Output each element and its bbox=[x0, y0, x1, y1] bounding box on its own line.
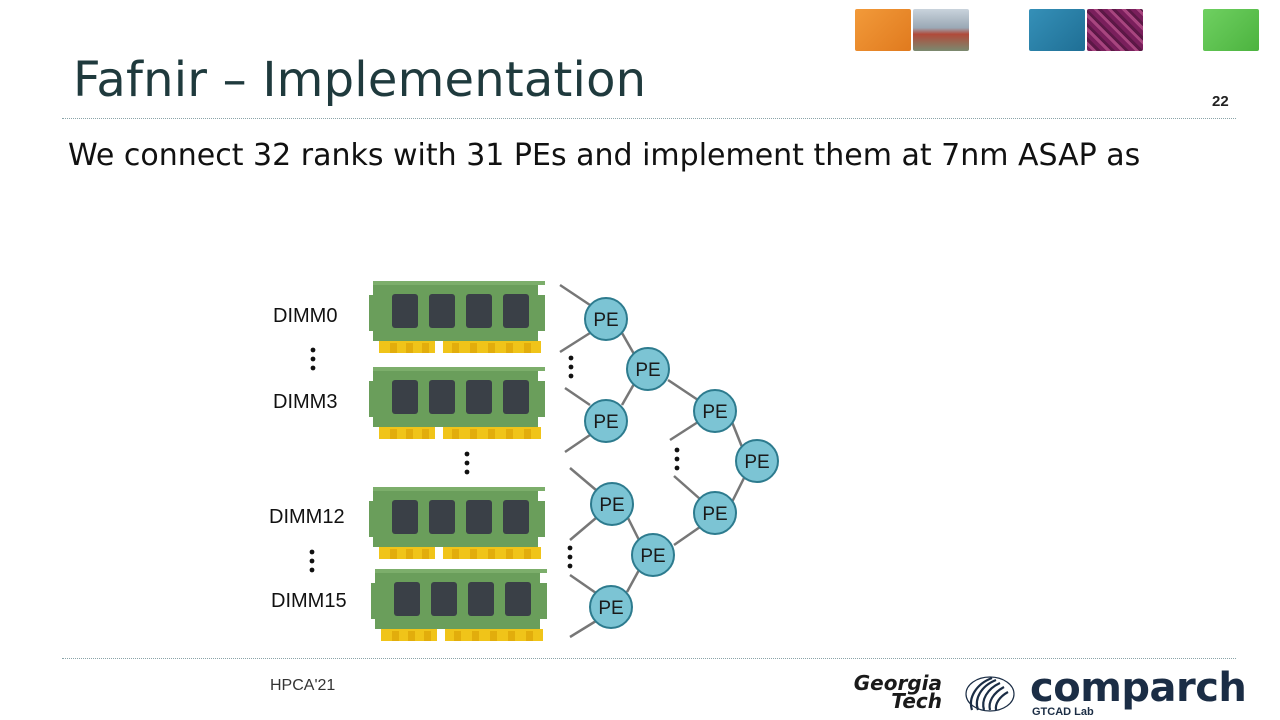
dimm-module bbox=[369, 487, 545, 559]
dimm-label: DIMM12 bbox=[269, 506, 345, 528]
header-divider bbox=[62, 118, 1236, 119]
pe-node: PE bbox=[693, 389, 737, 433]
pe-label: PE bbox=[598, 598, 623, 619]
dimm-module bbox=[369, 281, 545, 353]
logo-comparch-name: comparch bbox=[1030, 665, 1247, 711]
dimm-label: DIMM3 bbox=[273, 391, 337, 413]
footer-divider bbox=[62, 658, 1236, 659]
campus-photo-thumbnail bbox=[913, 9, 969, 51]
pe-label: PE bbox=[640, 546, 665, 567]
pe-node: PE bbox=[626, 347, 670, 391]
dimm-module bbox=[371, 569, 547, 641]
logo-comparch-sub: GTCAD Lab bbox=[1032, 706, 1094, 718]
pe-label: PE bbox=[593, 310, 618, 331]
georgia-tech-logo: Georgia Tech bbox=[830, 671, 942, 713]
pe-node: PE bbox=[589, 585, 633, 629]
pe-node: PE bbox=[584, 297, 628, 341]
pe-label: PE bbox=[593, 412, 618, 433]
page-title: Fafnir – Implementation bbox=[73, 52, 647, 108]
top-thumbnails bbox=[0, 9, 1280, 53]
pe-label: PE bbox=[599, 495, 624, 516]
orange-thumbnail bbox=[855, 9, 911, 51]
footer-conference: HPCA'21 bbox=[270, 677, 336, 694]
logo-gt-line2: Tech bbox=[891, 689, 942, 713]
pe-label: PE bbox=[702, 504, 727, 525]
pe-node: PE bbox=[693, 491, 737, 535]
pe-node: PE bbox=[590, 482, 634, 526]
pe-node: PE bbox=[735, 439, 779, 483]
blue-thumbnail bbox=[1029, 9, 1085, 51]
pe-label: PE bbox=[635, 360, 660, 381]
dimm-label: DIMM0 bbox=[273, 305, 337, 327]
swirl-logo-icon bbox=[965, 676, 1015, 712]
logo-gt-line1: Georgia bbox=[853, 671, 942, 695]
dimm-label: DIMM15 bbox=[271, 590, 347, 612]
tree-wires bbox=[559, 283, 746, 639]
pe-label: PE bbox=[702, 402, 727, 423]
pe-label: PE bbox=[744, 452, 769, 473]
comparch-logo: comparch GTCAD Lab bbox=[1030, 665, 1247, 718]
circuit-photo-thumbnail bbox=[1087, 9, 1143, 51]
slide-subtitle: We connect 32 ranks with 31 PEs and impl… bbox=[68, 138, 1141, 173]
green-thumbnail bbox=[1203, 9, 1259, 51]
dimm-module bbox=[369, 367, 545, 439]
pe-node: PE bbox=[584, 399, 628, 443]
ellipsis-dots bbox=[309, 347, 680, 573]
pe-node: PE bbox=[631, 533, 675, 577]
slide-number: 22 bbox=[1212, 93, 1229, 110]
